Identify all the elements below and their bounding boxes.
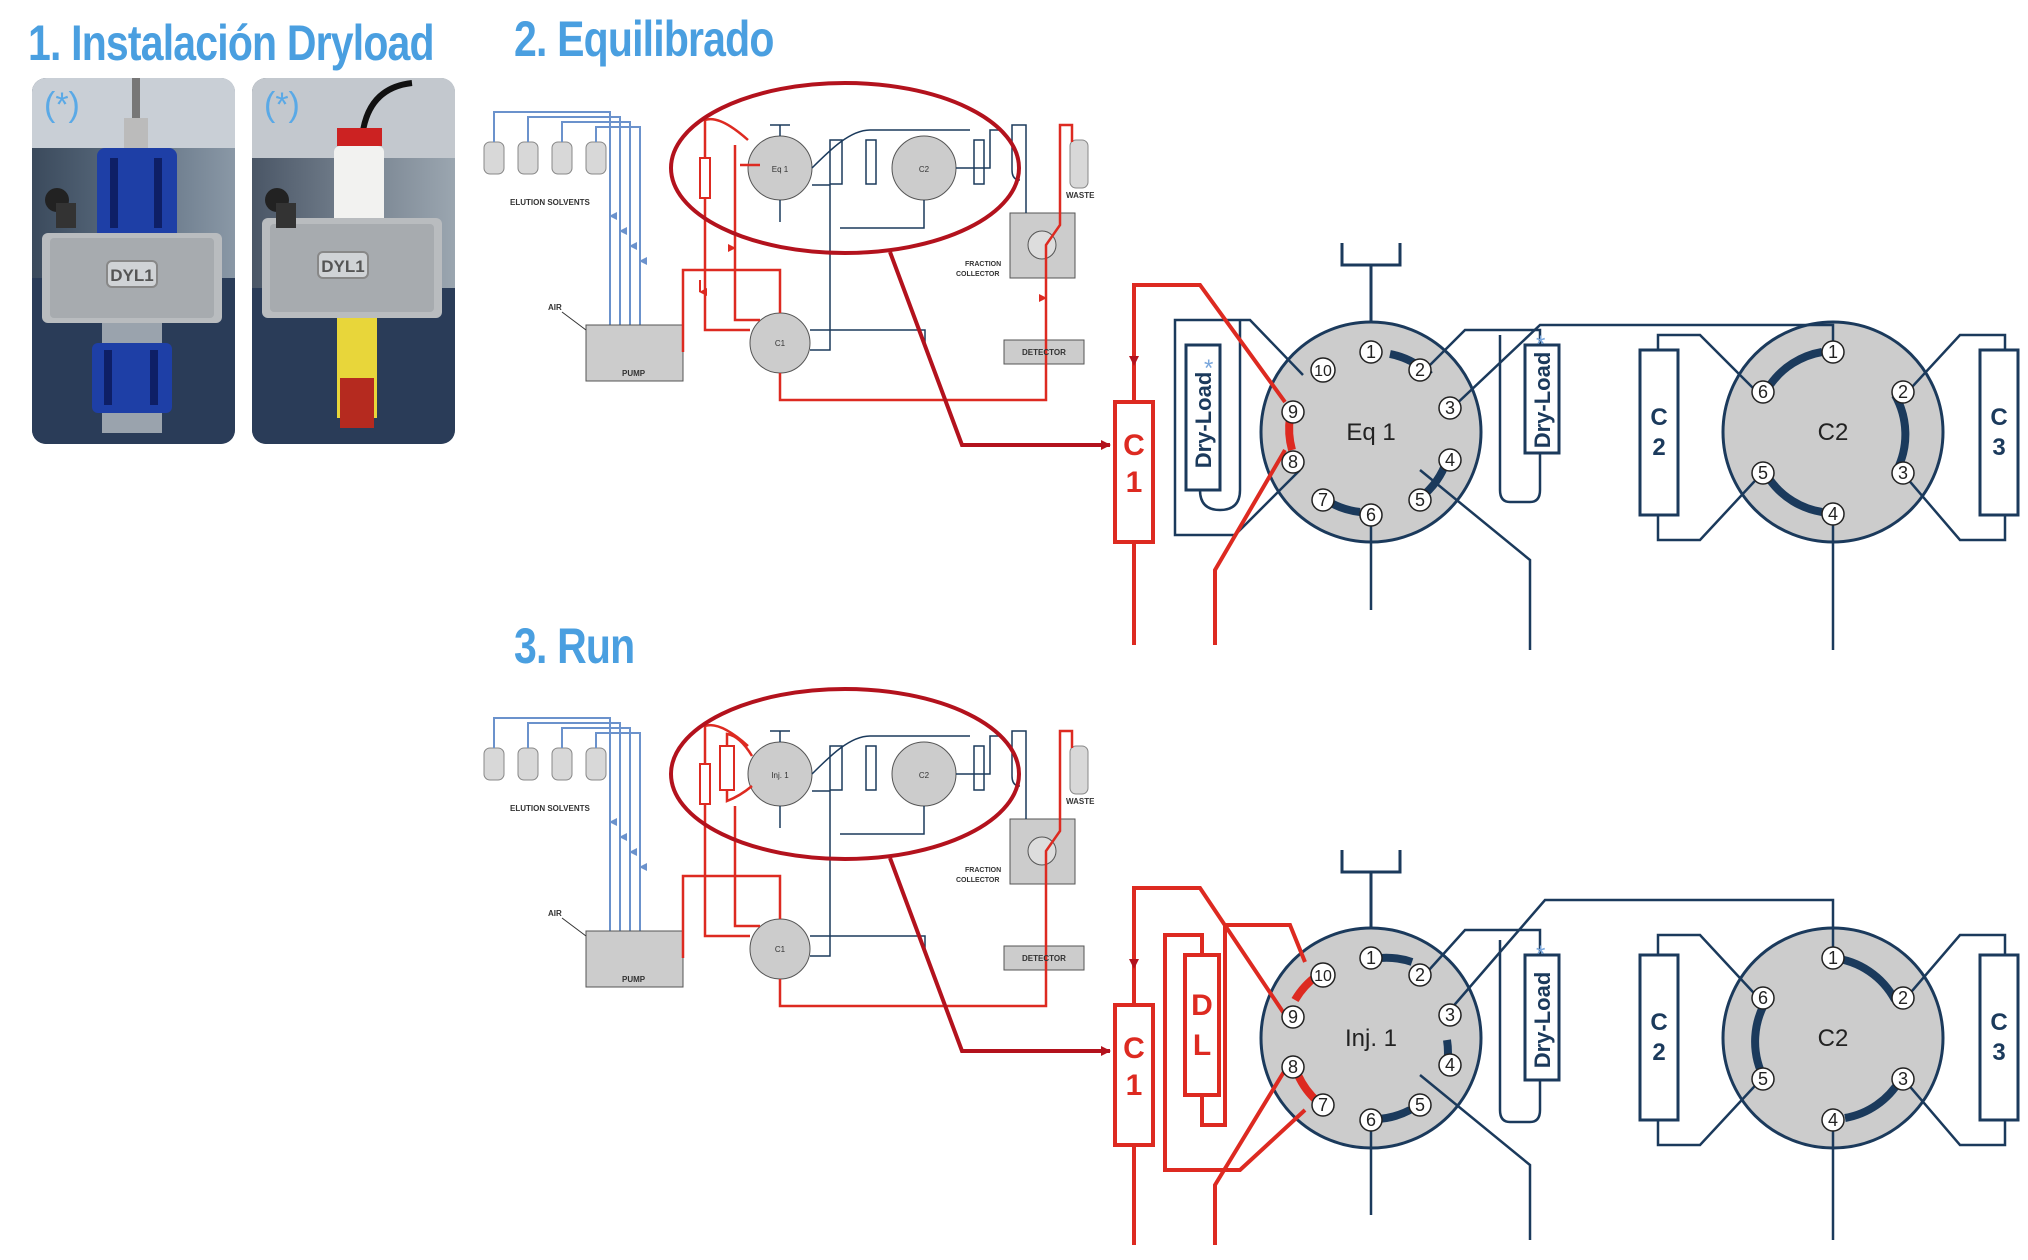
- column-c2-run-label-2: 2: [1652, 1039, 1665, 1066]
- mini-air-label: AIR: [548, 909, 562, 918]
- photo-dryload-1: DYL1 (*): [32, 78, 235, 444]
- detail-run: 1 2 3 4 5 6 7 8 9 10 1 2 3 4 5 6 Inj. 1 …: [1113, 850, 2020, 1245]
- port-v1run-2: 2: [1415, 965, 1425, 985]
- dryload-label-run: Dry-Load: [1530, 972, 1555, 1069]
- column-c2-label-1: C: [1650, 404, 1667, 431]
- column-c1-label-1: C: [1123, 429, 1145, 462]
- valve-c2-label: C2: [1818, 419, 1849, 446]
- step3-title: 3. Run: [514, 618, 635, 674]
- zoom-ellipse: [669, 687, 1021, 861]
- dl-label-2: L: [1193, 1029, 1211, 1062]
- port-v2-3: 3: [1898, 463, 1908, 483]
- photo-marker: (*): [44, 86, 80, 124]
- column-c3-run-label-2: 3: [1992, 1039, 2005, 1066]
- column-c1-run-label-1: C: [1123, 1032, 1145, 1065]
- port-v1-6: 6: [1366, 505, 1376, 525]
- column-c2-run-label-1: C: [1650, 1009, 1667, 1036]
- port-v1run-3: 3: [1445, 1005, 1455, 1025]
- port-v1run-6: 6: [1366, 1110, 1376, 1130]
- port-v1-10: 10: [1314, 363, 1332, 380]
- port-v1run-1: 1: [1366, 948, 1376, 968]
- column-c1-run-label-2: 1: [1126, 1069, 1143, 1102]
- mini-detector-label: DETECTOR: [1022, 954, 1066, 963]
- mini-pump-label: PUMP: [622, 369, 646, 378]
- step2-title: 2. Equilibrado: [514, 11, 774, 67]
- mini-valve-c2-label: C2: [919, 165, 930, 174]
- mini-elution-solvents-label: ELUTION SOLVENTS: [510, 198, 591, 207]
- zoom-arrow: [888, 857, 1111, 1056]
- step1-title: 1. Instalación Dryload: [28, 15, 435, 71]
- mini-valve-eq1-label: Eq 1: [772, 165, 789, 174]
- column-c1-label-2: 1: [1126, 466, 1143, 499]
- port-v1-5: 5: [1415, 490, 1425, 510]
- mini-valve-c1-label: C1: [775, 339, 786, 348]
- dryload-label-left: Dry-Load: [1191, 372, 1216, 469]
- mini-fraction-label-2: COLLECTOR: [956, 877, 999, 884]
- port-v1run-5: 5: [1415, 1095, 1425, 1115]
- column-c3-label-1: C: [1990, 404, 2007, 431]
- port-v2-4: 4: [1828, 504, 1838, 524]
- port-v1run-7: 7: [1318, 1095, 1328, 1115]
- mini-air-label: AIR: [548, 303, 562, 312]
- mini-schematic-equilibrium: Eq 1 C2 C1 ELUTION SOLVENTS AIR PUMP WAS…: [484, 81, 1111, 450]
- port-v1run-4: 4: [1445, 1055, 1455, 1075]
- port-v1-9: 9: [1288, 402, 1298, 422]
- mini-detector-label: DETECTOR: [1022, 348, 1066, 357]
- column-c3-label-2: 3: [1992, 434, 2005, 461]
- dryload-label-right: Dry-Load: [1530, 352, 1555, 449]
- column-c2-label-2: 2: [1652, 434, 1665, 461]
- port-v1-3: 3: [1445, 398, 1455, 418]
- port-v1-2: 2: [1415, 360, 1425, 380]
- port-v1-4: 4: [1445, 450, 1455, 470]
- mini-elution-solvents-label: ELUTION SOLVENTS: [510, 804, 591, 813]
- port-v1-1: 1: [1366, 342, 1376, 362]
- port-v2-1: 1: [1828, 342, 1838, 362]
- dryload-star-left: *: [1204, 355, 1213, 382]
- port-v2-6: 6: [1758, 382, 1768, 402]
- valve-inj1-label: Inj. 1: [1345, 1025, 1397, 1052]
- port-v2run-4: 4: [1828, 1110, 1838, 1130]
- mini-valve-inj1-label: Inj. 1: [771, 771, 789, 780]
- photo-label: DYL1: [321, 257, 364, 276]
- dl-label-1: D: [1191, 989, 1213, 1022]
- dryload-star-right: *: [1536, 331, 1545, 358]
- mini-waste-label: WASTE: [1066, 191, 1095, 200]
- column-c3-run-label-1: C: [1990, 1009, 2007, 1036]
- port-v1-8: 8: [1288, 452, 1298, 472]
- port-v2-2: 2: [1898, 382, 1908, 402]
- port-v2run-2: 2: [1898, 988, 1908, 1008]
- photo-label: DYL1: [110, 266, 153, 285]
- detail-equilibrium: 1 2 3 4 5 6 7 8 9 10 1 2 3 4 5 6 Eq 1 C2…: [1113, 243, 2020, 650]
- port-v2run-5: 5: [1758, 1069, 1768, 1089]
- port-v1run-8: 8: [1288, 1057, 1298, 1077]
- mini-fraction-label-2: COLLECTOR: [956, 271, 999, 278]
- zoom-ellipse: [669, 81, 1021, 255]
- port-v1run-10: 10: [1314, 968, 1332, 985]
- valve-eq1-label: Eq 1: [1346, 419, 1395, 446]
- valve-c2-run-label: C2: [1818, 1025, 1849, 1052]
- port-v2run-6: 6: [1758, 988, 1768, 1008]
- port-v2run-3: 3: [1898, 1069, 1908, 1089]
- dryload-star-run: *: [1536, 941, 1545, 968]
- port-v2-5: 5: [1758, 463, 1768, 483]
- mini-fraction-label-1: FRACTION: [965, 867, 1001, 874]
- photo-marker: (*): [264, 86, 300, 124]
- port-v1run-9: 9: [1288, 1007, 1298, 1027]
- mini-pump-label: PUMP: [622, 975, 646, 984]
- mini-schematic-run: Inj. 1 C2 C1 ELUTION SOLVENTS AIR PUMP W…: [484, 687, 1111, 1056]
- mini-valve-c2-label: C2: [919, 771, 930, 780]
- photo-dryload-2: DYL1 (*): [252, 78, 455, 444]
- zoom-arrow: [888, 251, 1111, 450]
- mini-valve-c1-label: C1: [775, 945, 786, 954]
- mini-waste-label: WASTE: [1066, 797, 1095, 806]
- port-v2run-1: 1: [1828, 948, 1838, 968]
- port-v1-7: 7: [1318, 490, 1328, 510]
- mini-fraction-label-1: FRACTION: [965, 261, 1001, 268]
